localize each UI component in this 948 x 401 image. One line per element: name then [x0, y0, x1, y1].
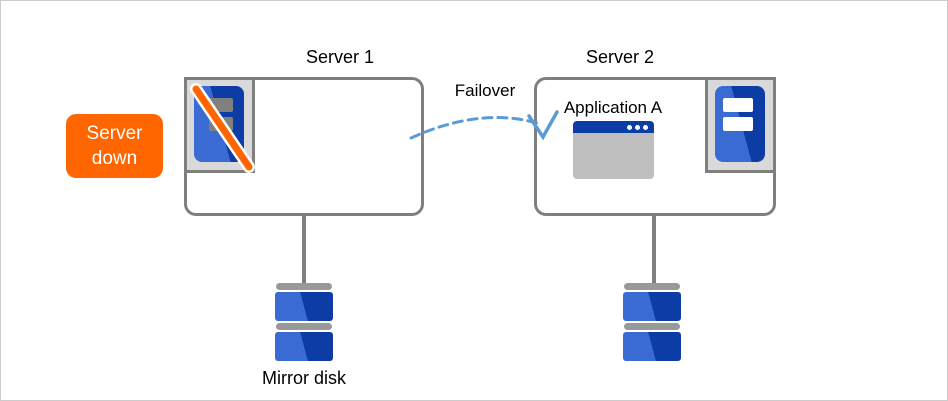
server2-icon — [705, 77, 776, 173]
app-window-icon — [573, 121, 654, 179]
disk-platter — [275, 292, 333, 321]
mirror-disk-label: Mirror disk — [262, 368, 346, 388]
app-window-titlebar — [573, 121, 654, 133]
server-down-badge: Server down — [66, 114, 163, 178]
disk-platter — [623, 292, 681, 321]
server2-title: Server 2 — [585, 47, 655, 67]
app-window-body — [573, 133, 654, 179]
server1-down-icon — [184, 77, 255, 173]
server-tower-icon — [194, 86, 244, 162]
window-dot-icon — [627, 124, 632, 130]
mirror-disk-icon — [275, 283, 333, 363]
failover-label: Failover — [454, 81, 516, 100]
application-label: Application A — [563, 98, 663, 117]
server-slot-bar — [209, 117, 233, 131]
server-tower-icon — [715, 86, 765, 162]
server-slot-bar — [723, 117, 753, 131]
disk-cap — [624, 323, 680, 330]
server1-title: Server 1 — [305, 47, 375, 67]
disk-platter — [275, 332, 333, 361]
window-dot-icon — [635, 124, 640, 130]
server-slot-bar — [723, 98, 753, 112]
server-slot-bar — [209, 98, 233, 112]
window-dot-icon — [643, 124, 648, 130]
mirror-disk-icon — [623, 283, 681, 363]
server-down-label: Server down — [86, 123, 143, 169]
disk-platter — [623, 332, 681, 361]
disk-cap — [276, 323, 332, 330]
server1-disk-connector — [302, 215, 306, 284]
disk-cap — [624, 283, 680, 290]
server2-disk-connector — [652, 215, 656, 284]
disk-cap — [276, 283, 332, 290]
